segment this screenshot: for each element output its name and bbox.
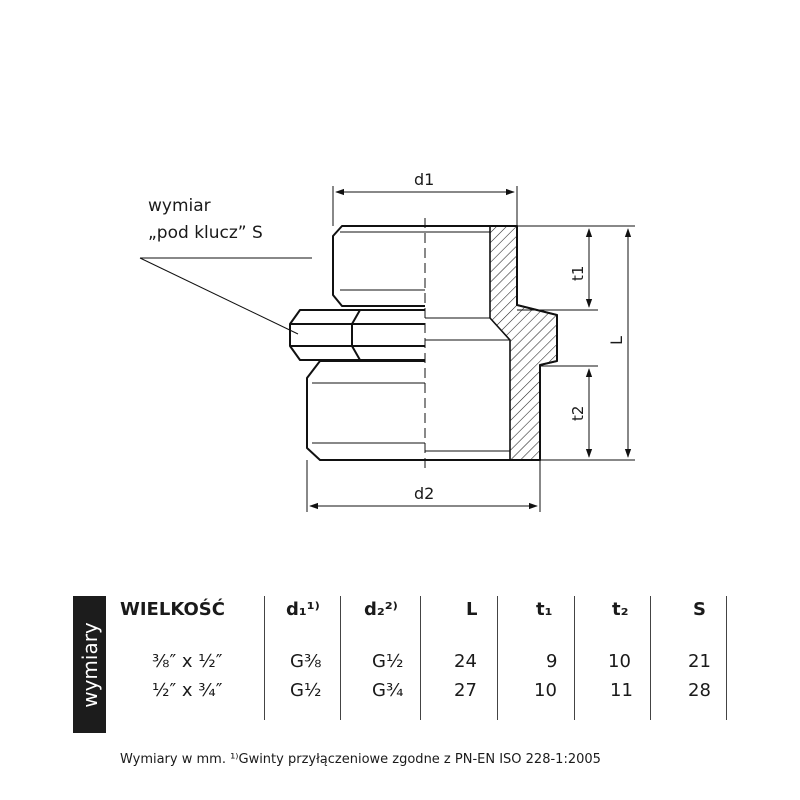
cell-size: ⅜″ x ½″ <box>152 651 223 672</box>
upper-thread-outline <box>332 225 425 307</box>
header-t2: t₂ <box>612 599 629 620</box>
dimension-lines <box>139 186 635 512</box>
dimension-d1-label: d1 <box>414 170 434 189</box>
cell-t2: 10 <box>608 651 631 672</box>
cell-L: 24 <box>454 651 477 672</box>
table-divider <box>726 596 727 720</box>
wrench-size-label-line2: „pod klucz” S <box>148 223 263 243</box>
cell-d1: G½ <box>290 680 322 701</box>
header-d1: d₁¹⁾ <box>286 599 320 620</box>
cell-d1: G⅜ <box>290 651 322 672</box>
dimension-t1-label: t1 <box>569 266 587 281</box>
cell-L: 27 <box>454 680 477 701</box>
table-divider <box>420 596 421 720</box>
table-divider <box>497 596 498 720</box>
header-L: L <box>466 599 478 620</box>
cell-S: 21 <box>688 651 711 672</box>
dimension-d2-label: d2 <box>414 484 434 503</box>
side-tab-label: wymiary <box>77 621 102 708</box>
header-t1: t₁ <box>536 599 553 620</box>
thread-lines <box>312 231 510 452</box>
header-d2: d₂²⁾ <box>364 599 398 620</box>
table-divider <box>650 596 651 720</box>
cell-d2: G¾ <box>372 680 404 701</box>
header-S: S <box>693 599 706 620</box>
table-divider <box>574 596 575 720</box>
hex-nut-outline <box>289 309 425 361</box>
hex-nut-facet <box>351 309 361 361</box>
dimension-L-label: L <box>607 336 626 345</box>
dimension-t2-label: t2 <box>569 406 587 421</box>
cell-t2: 11 <box>610 680 633 701</box>
cell-t1: 10 <box>534 680 557 701</box>
cell-S: 28 <box>688 680 711 701</box>
wrench-size-label-line1: wymiar <box>148 196 211 216</box>
cell-t1: 9 <box>546 651 558 672</box>
table-divider <box>264 596 265 720</box>
dimensions-side-tab: wymiary <box>73 596 106 733</box>
cell-size: ½″ x ¾″ <box>152 680 223 701</box>
header-size: WIELKOŚĆ <box>120 599 225 620</box>
lower-thread-outline <box>306 360 425 461</box>
table-divider <box>340 596 341 720</box>
wall-section-hatch <box>489 225 558 461</box>
cell-d2: G½ <box>372 651 404 672</box>
footnote: Wymiary w mm. ¹⁾Gwinty przyłączeniowe zg… <box>120 752 601 767</box>
fitting-technical-drawing: d1 d2 t1 t2 L wymiar „pod klucz” S <box>139 170 635 512</box>
